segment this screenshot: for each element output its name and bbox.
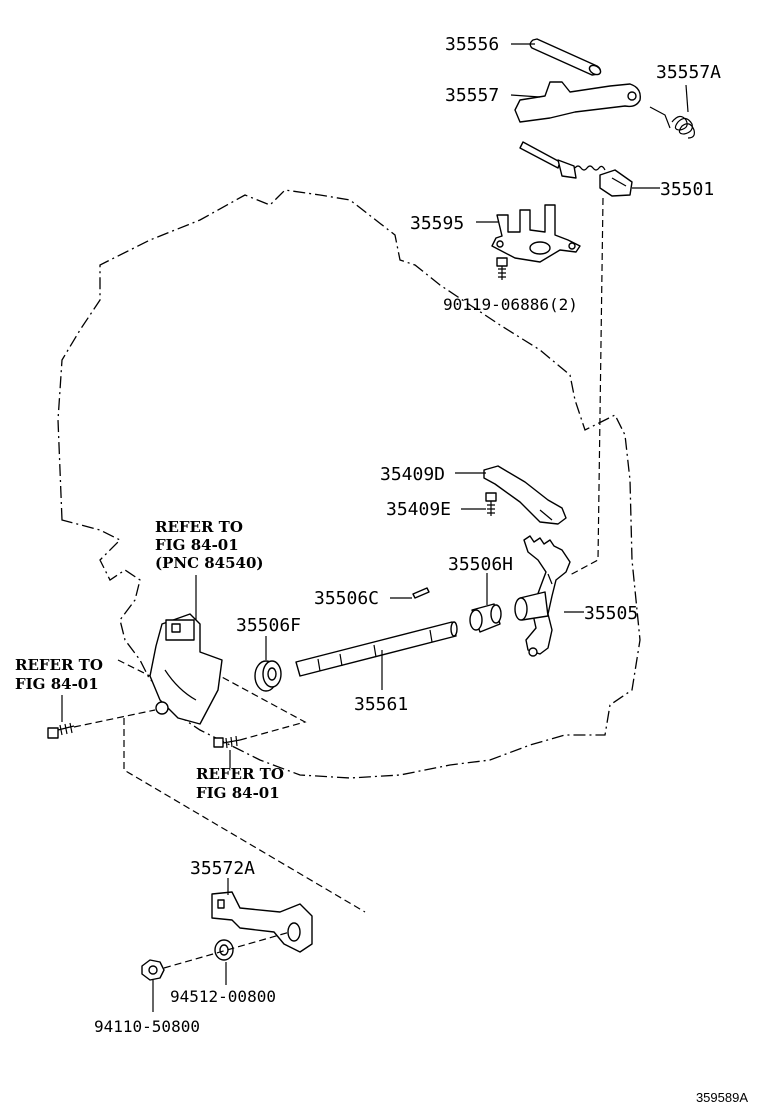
bracket-35595	[491, 204, 581, 263]
collar-35506H	[469, 603, 502, 633]
alignment-line-rod	[569, 197, 604, 576]
lever-35557	[514, 81, 641, 123]
spring-35557A	[649, 84, 695, 139]
ref-top-line3: (PNC 84540)	[155, 554, 264, 572]
oil-seal-35506F	[254, 660, 282, 692]
bolt-bottom	[213, 735, 241, 749]
switch-housing-dash	[117, 659, 151, 677]
neutral-start-switch	[149, 613, 223, 725]
label-35506F: 35506F	[236, 615, 301, 636]
figure-id: 359589A	[696, 1090, 748, 1105]
pin-35556	[529, 38, 602, 76]
nut-94110	[141, 959, 165, 981]
label-35572A: 35572A	[190, 858, 255, 879]
label-35557A: 35557A	[656, 62, 721, 83]
bolt-bottom-dash	[219, 675, 307, 741]
label-35506C: 35506C	[314, 588, 379, 609]
switch-bracket-dash	[123, 718, 366, 913]
collar-35505	[514, 591, 549, 621]
ref-bottom-line1: REFER TO	[196, 765, 284, 783]
bolt-90119	[496, 257, 508, 280]
washer-94512	[214, 939, 234, 961]
ref-top-line1: REFER TO	[155, 518, 243, 536]
label-94110: 94110-50800	[94, 1017, 200, 1036]
ref-left-line1: REFER TO	[15, 656, 103, 674]
label-35561: 35561	[354, 694, 408, 715]
shaft-35561	[295, 621, 458, 677]
bracket-35572A	[211, 891, 313, 953]
label-94512: 94512-00800	[170, 987, 276, 1006]
ref-bottom-line2: FIG 84-01	[196, 784, 280, 802]
bolt-35409E	[485, 492, 497, 516]
label-35501: 35501	[660, 179, 714, 200]
label-35506H: 35506H	[448, 554, 513, 575]
label-35557: 35557	[445, 85, 499, 106]
transmission-housing-outline	[57, 189, 641, 779]
bolt-left	[47, 722, 75, 739]
plate-35409D	[483, 465, 567, 525]
rod-35501	[519, 141, 633, 197]
ref-top-line2: FIG 84-01	[155, 536, 239, 554]
ref-left-line2: FIG 84-01	[15, 675, 99, 693]
label-35409E: 35409E	[386, 499, 451, 520]
label-35505: 35505	[584, 603, 638, 624]
label-90119: 90119-06886(2)	[443, 295, 578, 314]
label-35409D: 35409D	[380, 464, 445, 485]
label-35595: 35595	[410, 213, 464, 234]
pin-35506C	[412, 587, 430, 599]
label-35556: 35556	[445, 34, 499, 55]
bolt-left-dash	[73, 709, 156, 728]
